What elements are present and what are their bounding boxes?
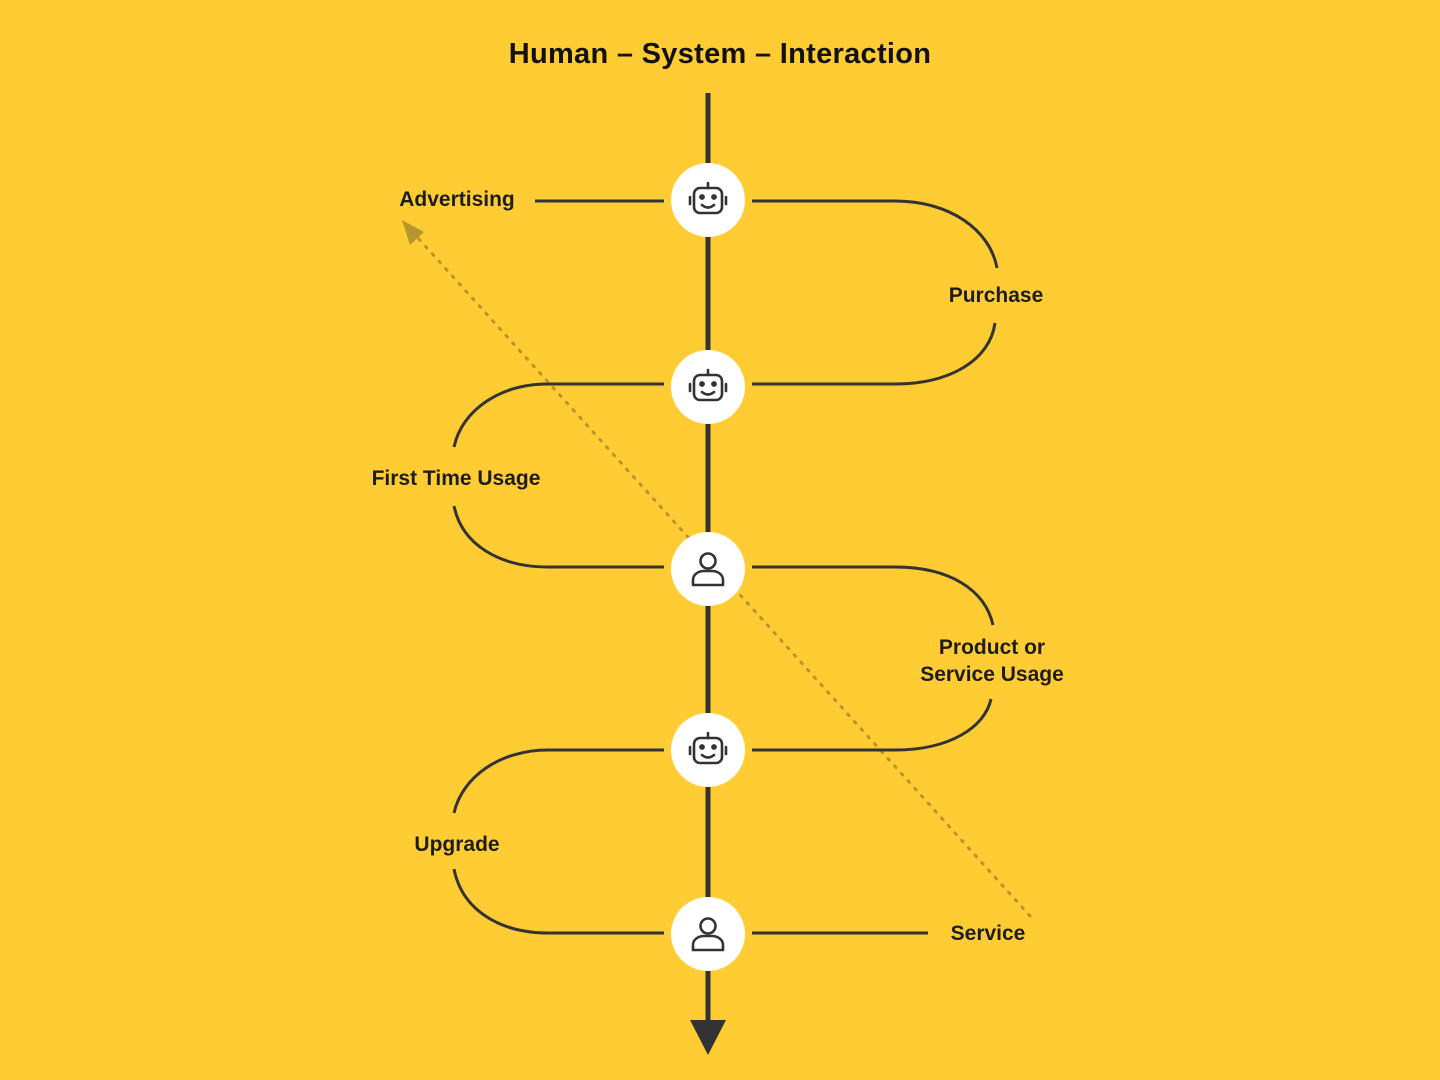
robot-icon <box>688 731 728 765</box>
diagram-title: Human – System – Interaction <box>508 38 932 70</box>
node-person <box>671 897 745 971</box>
node-robot <box>671 713 745 787</box>
dotted-trend-line <box>416 236 1032 918</box>
node-person <box>671 532 745 606</box>
stage-label-first-time-usage: First Time Usage <box>371 467 541 490</box>
connector-first-time-usage <box>452 382 664 569</box>
stage-label-advertising: Advertising <box>399 188 515 211</box>
robot-icon <box>688 368 728 402</box>
person-icon <box>691 917 725 952</box>
connector-purchase <box>752 199 999 386</box>
node-robot <box>671 350 745 424</box>
stage-label-upgrade: Upgrade <box>414 833 500 856</box>
connector-product-usage <box>752 565 995 752</box>
stage-label-purchase: Purchase <box>948 284 1044 307</box>
connector-upgrade <box>452 748 664 935</box>
stage-label-product-usage-line-2: Service Usage <box>920 663 1064 686</box>
stage-label-product-usage: Product or Service Usage <box>892 634 1092 688</box>
timeline-arrow-head <box>690 1020 726 1055</box>
person-icon <box>691 552 725 587</box>
stage-label-product-usage-line-1: Product or <box>938 636 1046 659</box>
stage-label-service: Service <box>950 922 1026 945</box>
node-robot <box>671 163 745 237</box>
robot-icon <box>688 181 728 215</box>
dotted-arrow-head <box>402 220 424 245</box>
